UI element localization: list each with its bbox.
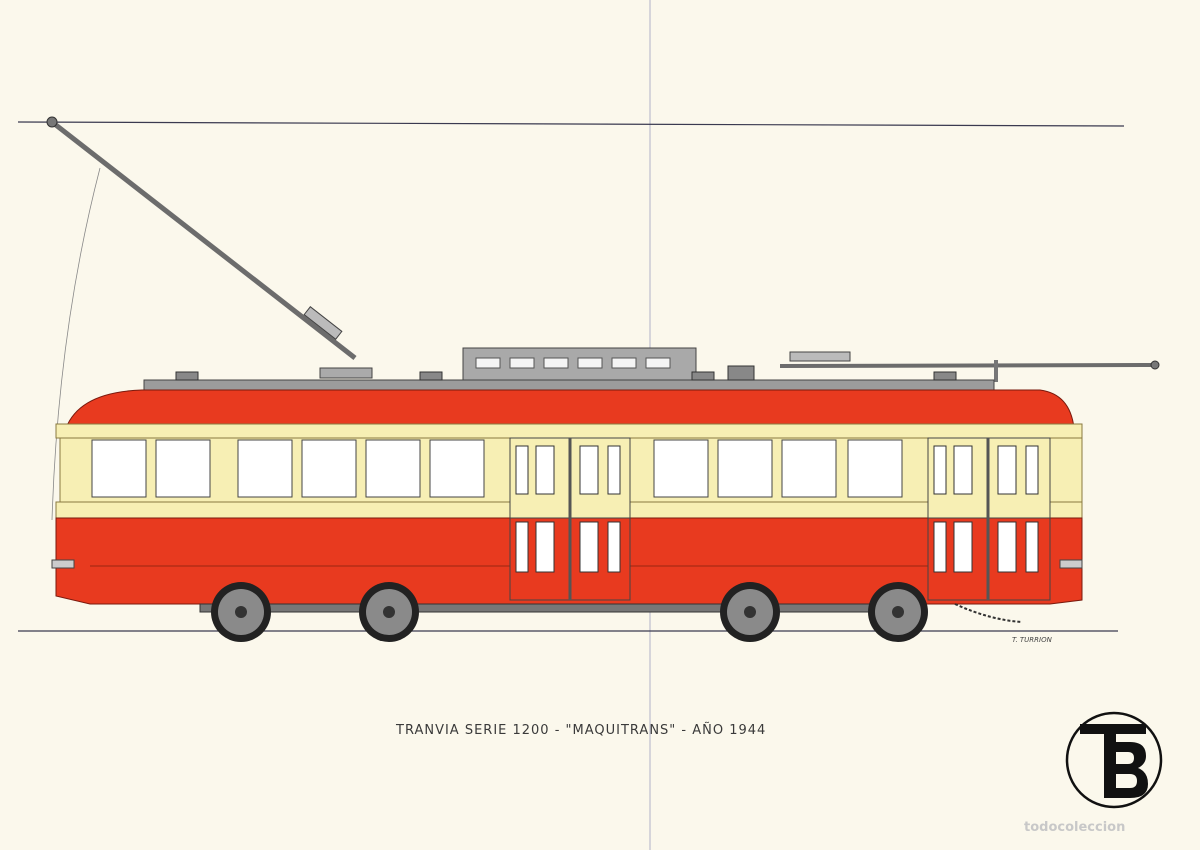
tram-caption: TRANVIA SERIE 1200 - "MAQUITRANS" - AÑO … — [396, 723, 767, 738]
front-headlight — [51, 559, 75, 569]
roof-details — [175, 365, 957, 381]
tb-monogram-logo — [1065, 711, 1163, 809]
roof-ventilator — [462, 347, 697, 381]
rear-doors — [927, 437, 1051, 601]
center-doors — [509, 437, 631, 601]
watermark-logo: todocoleccion — [1024, 820, 1126, 835]
rear-light — [1059, 559, 1083, 569]
coupling-chain — [954, 603, 1023, 623]
passenger-windows — [91, 439, 903, 498]
wheels — [211, 582, 928, 642]
trolley-pole — [46, 116, 373, 521]
artist-signature: T. TURRION — [1012, 636, 1052, 644]
overhead-wire — [17, 121, 1125, 127]
rear-trolley-pole — [779, 351, 1160, 382]
undercarriage — [199, 603, 921, 613]
